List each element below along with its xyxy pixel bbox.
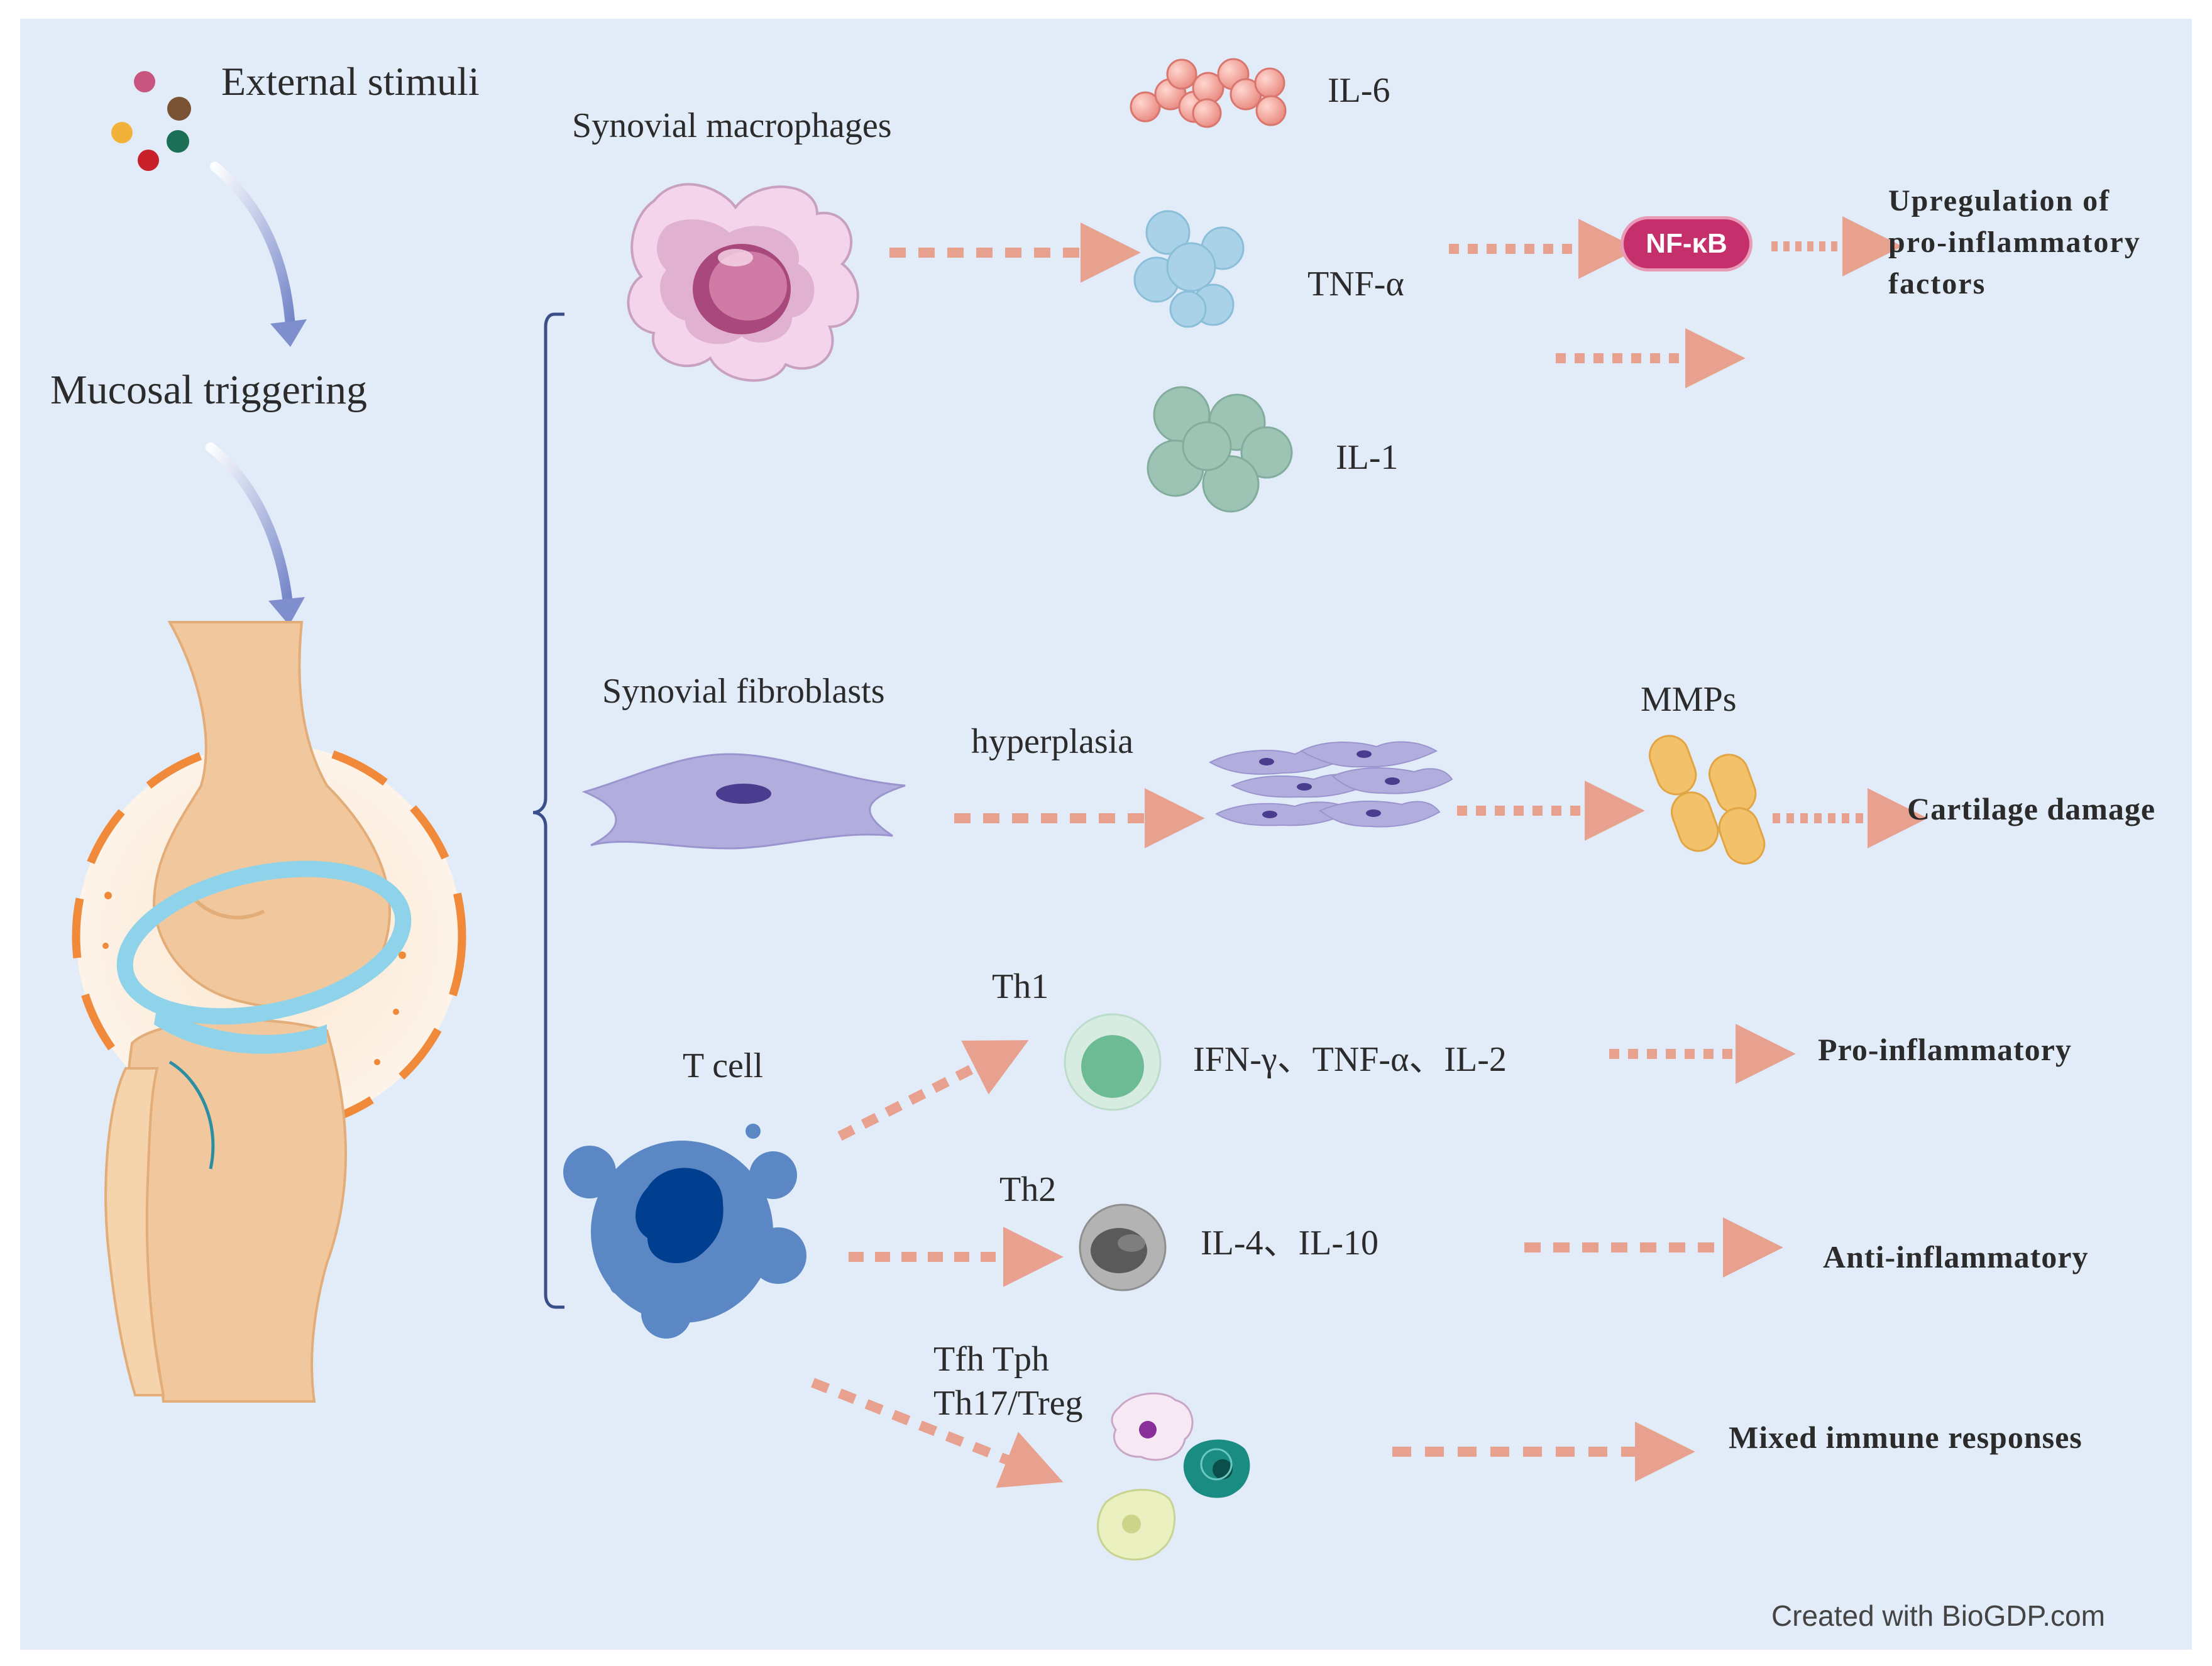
grouping-bracket (532, 312, 564, 1309)
il1-cluster-icon (1147, 386, 1293, 513)
arrow-tcell-to-mixed (811, 1378, 1064, 1488)
il6-cluster-icon (1130, 58, 1287, 128)
fibroblast-icon (581, 753, 906, 850)
hyperplasia-label: hyperplasia (971, 722, 1134, 761)
synovial-macrophages-label: Synovial macrophages (572, 106, 892, 145)
external-stimuli-label: External stimuli (221, 59, 480, 104)
pro-inflammatory-label: Pro-inflammatory (1818, 1032, 2072, 1067)
upregulation-label-line2: pro-inflammatory (1888, 226, 2141, 259)
il6-label: IL-6 (1328, 71, 1390, 110)
th2-label: Th2 (999, 1170, 1057, 1209)
anti-inflammatory-label: Anti-inflammatory (1823, 1239, 2089, 1274)
th2-cell-icon (1079, 1203, 1167, 1291)
credit-label: Created with BioGDP.com (1771, 1599, 2105, 1632)
mixed-immune-responses-label: Mixed immune responses (1729, 1420, 2083, 1455)
nfkb-badge: NF-κB (1620, 216, 1753, 271)
knee-joint-illustration (72, 621, 466, 1403)
tnf-alpha-label: TNF-α (1307, 265, 1404, 304)
mucosal-triggering-label: Mucosal triggering (50, 367, 368, 413)
tnf-alpha-cluster-icon (1133, 210, 1245, 328)
th2-cytokines-label: IL-4、IL-10 (1201, 1224, 1379, 1263)
th1-cell-icon (1064, 1013, 1162, 1111)
cartilage-damage-label: Cartilage damage (1907, 791, 2156, 826)
synovial-fibroblasts-label: Synovial fibroblasts (602, 672, 885, 711)
th17-treg-label: Th17/Treg (933, 1384, 1083, 1423)
mmps-icon (1649, 735, 1766, 865)
flow-arrow-stimuli-to-mucosal (210, 162, 307, 347)
mmps-label: MMPs (1641, 680, 1737, 719)
il1-label: IL-1 (1336, 438, 1399, 477)
macrophage-icon (627, 183, 859, 382)
arrow-tcell-to-th1 (837, 1040, 1029, 1141)
th1-cytokines-label: IFN-γ、TNF-α、IL-2 (1193, 1040, 1507, 1079)
stimuli-particles-icon (111, 71, 191, 171)
upregulation-label-line3: factors (1888, 267, 1986, 300)
t-cell-icon (563, 1124, 806, 1339)
flow-arrow-mucosal-to-joint (206, 442, 305, 625)
th1-label: Th1 (992, 967, 1049, 1006)
t-cell-label: T cell (683, 1046, 764, 1085)
upregulation-label-line1: Upregulation of (1888, 184, 2111, 217)
mixed-t-cells-icon (1097, 1392, 1250, 1561)
dashed-arrows (811, 216, 1928, 1488)
fibroblast-hyperplasia-icon (1208, 741, 1453, 828)
tfh-tph-label: Tfh Tph (933, 1340, 1050, 1379)
